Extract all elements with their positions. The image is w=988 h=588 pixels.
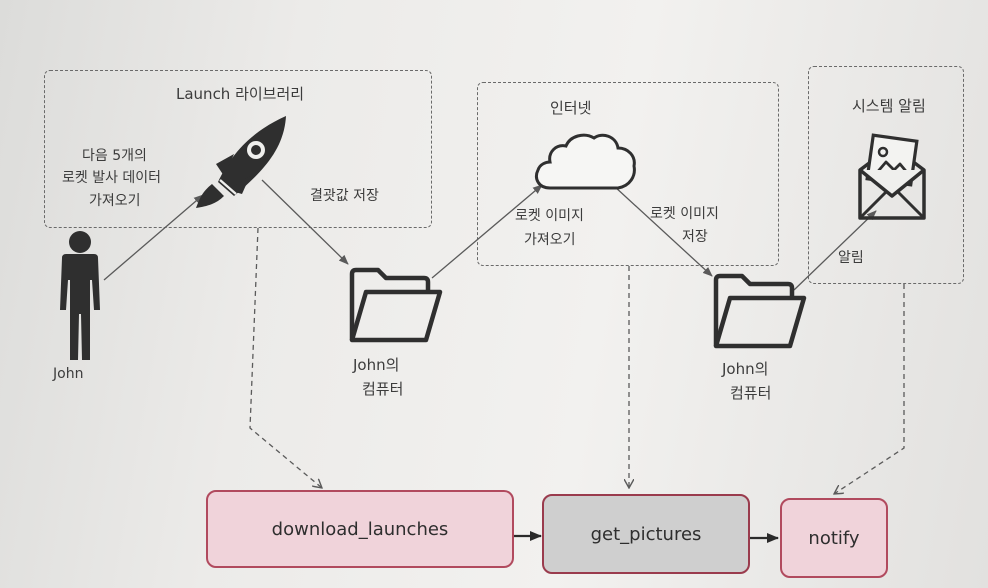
rocket-icon — [196, 116, 286, 208]
fetch-rocket-images-line2: 가져오기 — [524, 232, 576, 248]
fetch-launch-data-line1: 다음 5개의 — [82, 148, 147, 164]
download-launches-label: download_launches — [271, 518, 449, 540]
johns-computer-1-line2: 컴퓨터 — [362, 380, 404, 398]
save-results-label: 결괏값 저장 — [310, 188, 379, 204]
dashed-link-notify — [834, 284, 905, 494]
person-icon — [60, 231, 100, 360]
fetch-launch-data-line3: 가져오기 — [89, 193, 141, 209]
save-rocket-images-line2: 저장 — [682, 229, 708, 245]
johns-computer-2-line1: John의 — [722, 360, 769, 378]
system-alert-title: 시스템 알림 — [852, 97, 926, 115]
arrow-folder1-to-cloud — [431, 184, 543, 279]
arrow-cloud-to-folder2 — [613, 185, 713, 277]
fetch-rocket-images-line1: 로켓 이미지 — [515, 208, 584, 224]
envelope-picture-icon — [858, 133, 926, 220]
launch-library-box — [44, 70, 432, 228]
internet-title: 인터넷 — [550, 99, 592, 117]
download-launches-task[interactable]: download_launches — [206, 490, 514, 568]
dashed-link-download — [249, 227, 322, 488]
arrow-john-to-rocket — [103, 194, 204, 281]
system-alert-box — [808, 66, 964, 284]
folder-icon — [713, 273, 807, 349]
get-pictures-task[interactable]: get_pictures — [542, 494, 750, 574]
cloud-icon — [535, 133, 636, 190]
arrow-folder2-to-envelope — [793, 210, 877, 291]
folder-icon — [349, 267, 443, 343]
arrow-rocket-to-folder1 — [261, 179, 349, 265]
notify-label: 알림 — [838, 250, 864, 266]
johns-computer-1-line1: John의 — [353, 356, 400, 374]
internet-box — [477, 82, 779, 266]
person-name: John — [53, 366, 84, 382]
get-pictures-label: get_pictures — [590, 523, 702, 545]
notify-task[interactable]: notify — [780, 498, 888, 578]
notify-task-label: notify — [808, 527, 860, 549]
launch-library-title: Launch 라이브러리 — [176, 85, 305, 103]
johns-computer-2-line2: 컴퓨터 — [730, 384, 772, 402]
save-rocket-images-line1: 로켓 이미지 — [650, 206, 719, 222]
fetch-launch-data-line2: 로켓 발사 데이터 — [62, 170, 162, 186]
